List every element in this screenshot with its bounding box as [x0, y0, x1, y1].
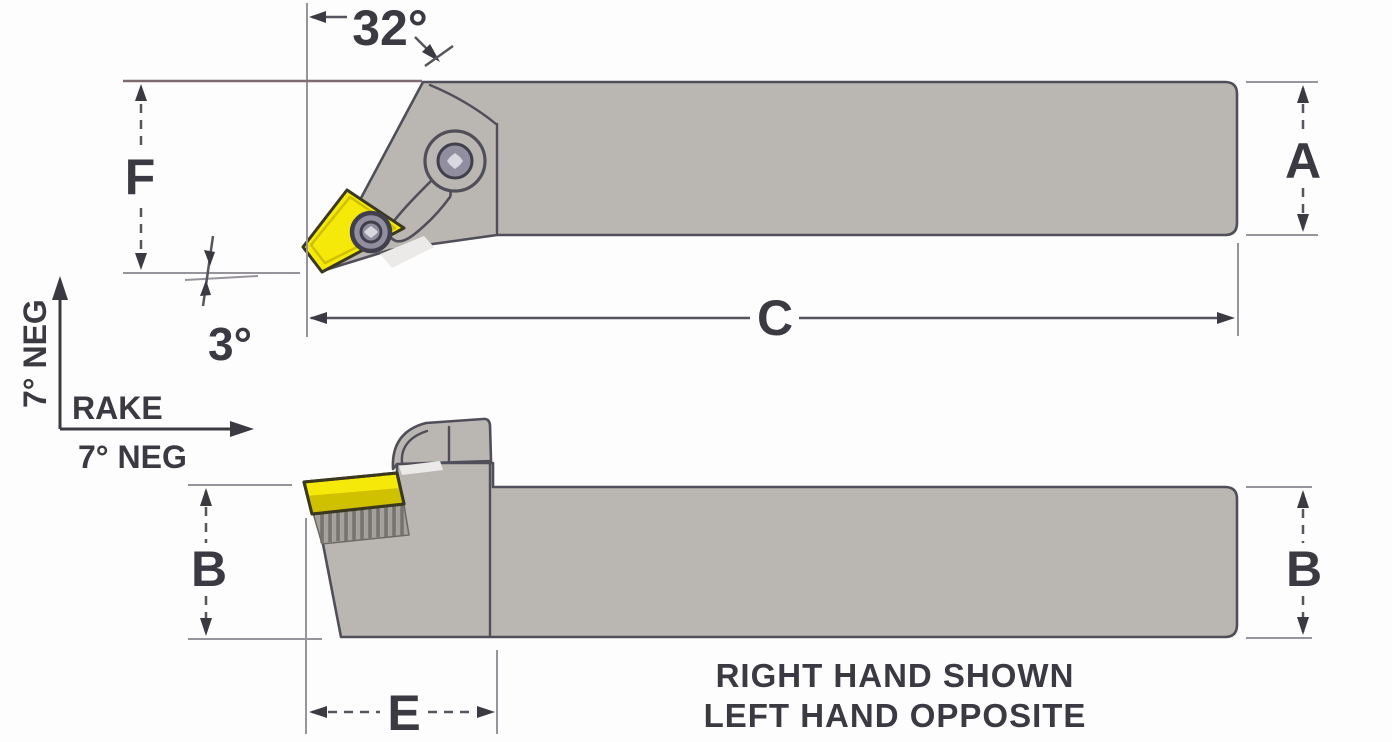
lead-angle-label: 32°	[352, 0, 428, 56]
dim-a-arrow-up	[1297, 85, 1309, 103]
pocket-gap	[380, 236, 434, 268]
insert-side-shadow	[306, 488, 404, 514]
dim-e-arrow-left	[309, 706, 327, 718]
rake-title: RAKE	[72, 390, 163, 426]
hand-note: RIGHT HAND SHOWN LEFT HAND OPPOSITE	[704, 657, 1087, 734]
insert-side-outline	[302, 471, 406, 516]
insert-screw-torx	[364, 226, 378, 238]
dim-bl-arrow-down	[200, 618, 212, 636]
top-view-dimensions: 32° F 3° C A	[123, 0, 1321, 370]
rake-horizontal-label: 7° NEG	[78, 439, 187, 475]
note-line-2: LEFT HAND OPPOSITE	[704, 697, 1087, 734]
dim-c-label: C	[757, 290, 793, 346]
top-view	[301, 80, 1239, 274]
lead-angle-edge-tick	[424, 44, 454, 68]
rake-indicator: 7° NEG RAKE 7° NEG	[17, 276, 254, 475]
lead-angle-arrowhead	[309, 11, 326, 23]
dim-c-arrow-left	[309, 312, 327, 324]
dim-f-label: F	[125, 149, 156, 205]
side-clamp	[391, 417, 493, 471]
dim-br-arrow-up	[1297, 490, 1309, 508]
dim-e-label: E	[387, 685, 420, 741]
clamp-nose-highlight	[399, 461, 443, 475]
side-view-body	[314, 461, 1239, 639]
dim-a-label: A	[1285, 133, 1321, 189]
clamp-arm	[388, 177, 452, 243]
clamp-screw-torx	[447, 153, 463, 169]
dim-c-arrow-right	[1217, 312, 1235, 324]
dim-b-left-label: B	[191, 541, 227, 597]
side-view	[302, 417, 1239, 639]
side-view-dimensions: B E B	[188, 484, 1322, 741]
dim-f-arrow-up	[135, 84, 147, 101]
dim-a-arrow-down	[1297, 214, 1309, 232]
head-facet-line	[428, 83, 498, 126]
dim-bl-arrow-up	[200, 488, 212, 506]
rake-arrow-right	[230, 421, 254, 437]
rake-vertical-label: 7° NEG	[17, 299, 53, 408]
dim-b-right-label: B	[1286, 541, 1322, 597]
dim-f-arrow-down	[135, 253, 147, 270]
seat-serrations	[320, 505, 404, 543]
clearance-angle-label: 3°	[208, 318, 252, 370]
dim-e-arrow-right	[477, 706, 495, 718]
rake-arrow-up	[52, 276, 68, 300]
top-view-body	[320, 80, 1239, 273]
clearance-arrow-upper	[204, 250, 215, 266]
dim-br-arrow-down	[1297, 617, 1309, 635]
note-line-1: RIGHT HAND SHOWN	[716, 657, 1075, 694]
clearance-arrow-lower	[200, 280, 211, 296]
clearance-aux-line	[184, 275, 259, 281]
side-clamp-arc-detail	[400, 429, 429, 465]
